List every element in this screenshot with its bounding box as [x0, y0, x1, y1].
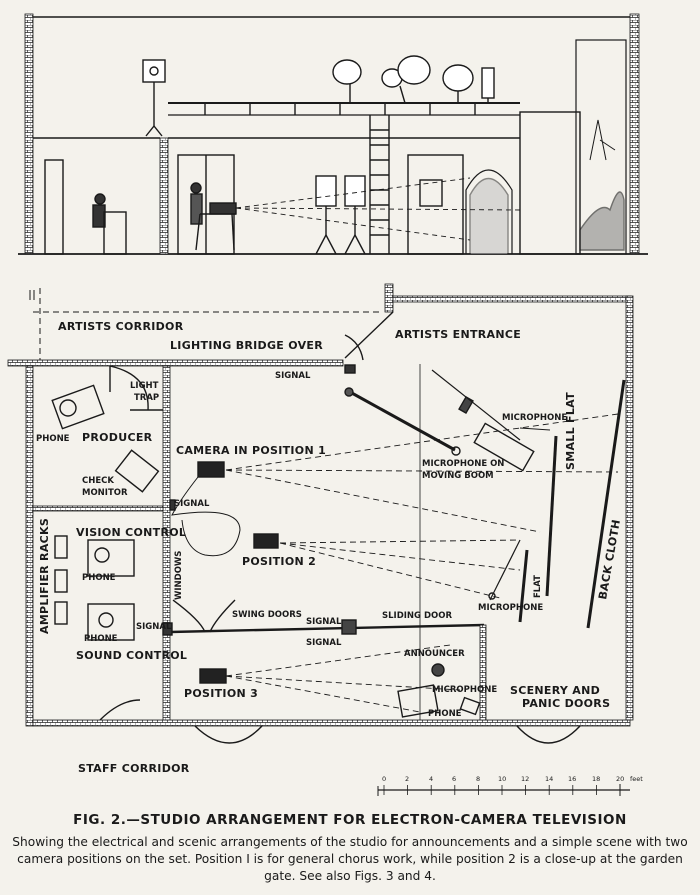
label-scenery-doors-1: SCENERY AND	[510, 684, 600, 697]
scale-tick-8: 8	[476, 775, 480, 783]
label-phone-vision: PHONE	[82, 573, 116, 583]
scale-tick-12: 12	[521, 775, 529, 783]
scale-tick-18: 18	[592, 775, 600, 783]
label-producer: PRODUCER	[82, 431, 153, 444]
label-scenery-doors-2: PANIC DOORS	[522, 697, 610, 710]
label-check-monitor-1: CHECK	[82, 476, 114, 486]
label-flat: FLAT	[533, 575, 543, 598]
studio-diagram: ARTISTS CORRIDOR ARTISTS ENTRANCE LIGHTI…	[7, 13, 648, 796]
scale-bar: 0 2 4 6 8 10 12 14 16 18 20 feet	[382, 775, 643, 795]
label-light-trap-1: LIGHT	[130, 381, 159, 391]
label-lighting-bridge: LIGHTING BRIDGE OVER	[170, 339, 323, 352]
scale-tick-20: 20	[616, 775, 624, 783]
camera-position-1	[197, 461, 225, 478]
label-position-3: POSITION 3	[184, 687, 258, 700]
figure-title: FIG. 2.—STUDIO ARRANGEMENT FOR ELECTRON-…	[73, 812, 627, 828]
scale-tick-6: 6	[452, 775, 456, 783]
label-signal-mid1: SIGNAL	[306, 617, 342, 627]
label-microphone-boom-2: MOVING BOOM	[422, 471, 494, 481]
label-windows: WINDOWS	[174, 551, 184, 600]
scale-tick-14: 14	[545, 775, 553, 783]
figure-caption: Showing the electrical and scenic arrang…	[12, 835, 688, 883]
label-announcer: ANNOUNCER	[404, 649, 465, 659]
label-back-cloth: BACK CLOTH	[596, 518, 623, 600]
label-phone-sound: PHONE	[84, 634, 118, 644]
camera-position-2	[253, 533, 279, 549]
label-amplifier-racks: AMPLIFIER RACKS	[38, 518, 51, 634]
label-vision-control: VISION CONTROL	[76, 526, 186, 539]
label-microphone-flat: MICROPHONE	[478, 603, 543, 613]
label-check-monitor-2: MONITOR	[82, 488, 128, 498]
scale-tick-0: 0	[382, 775, 386, 783]
label-artists-entrance: ARTISTS ENTRANCE	[395, 328, 521, 341]
label-swing-doors: SWING DOORS	[232, 610, 302, 620]
label-artists-corridor: ARTISTS CORRIDOR	[58, 320, 184, 333]
label-microphone-boom-1: MICROPHONE ON	[422, 459, 504, 469]
label-microphone-top: MICROPHONE	[502, 413, 567, 423]
label-sound-control: SOUND CONTROL	[76, 649, 187, 662]
label-signal-camera: SIGNAL	[174, 499, 210, 509]
scale-tick-10: 10	[498, 775, 506, 783]
label-sliding-door: SLIDING DOOR	[382, 611, 452, 621]
elevation-section	[18, 13, 648, 255]
camera-position-3	[199, 668, 227, 684]
scale-tick-4: 4	[429, 775, 433, 783]
label-phone-producer: PHONE	[36, 434, 70, 444]
label-light-trap-2: TRAP	[134, 393, 159, 403]
scale-tick-2: 2	[405, 775, 409, 783]
label-camera-position-1: CAMERA IN POSITION 1	[176, 444, 326, 457]
label-position-2: POSITION 2	[242, 555, 316, 568]
elevation-left-wall	[24, 13, 34, 255]
plan-section	[7, 283, 634, 796]
label-microphone-announcer: MICROPHONE	[432, 685, 497, 695]
label-signal-mid2: SIGNAL	[306, 638, 342, 648]
elevation-right-wall	[629, 13, 640, 255]
scale-tick-16: 16	[568, 775, 576, 783]
label-staff-corridor: STAFF CORRIDOR	[78, 762, 190, 775]
label-signal-sound: SIGNAL	[136, 622, 172, 632]
scale-unit: feet	[630, 775, 643, 783]
label-small-flat: SMALL FLAT	[564, 392, 577, 470]
label-signal-top: SIGNAL	[275, 371, 311, 381]
label-phone-announcer: PHONE	[428, 709, 462, 719]
